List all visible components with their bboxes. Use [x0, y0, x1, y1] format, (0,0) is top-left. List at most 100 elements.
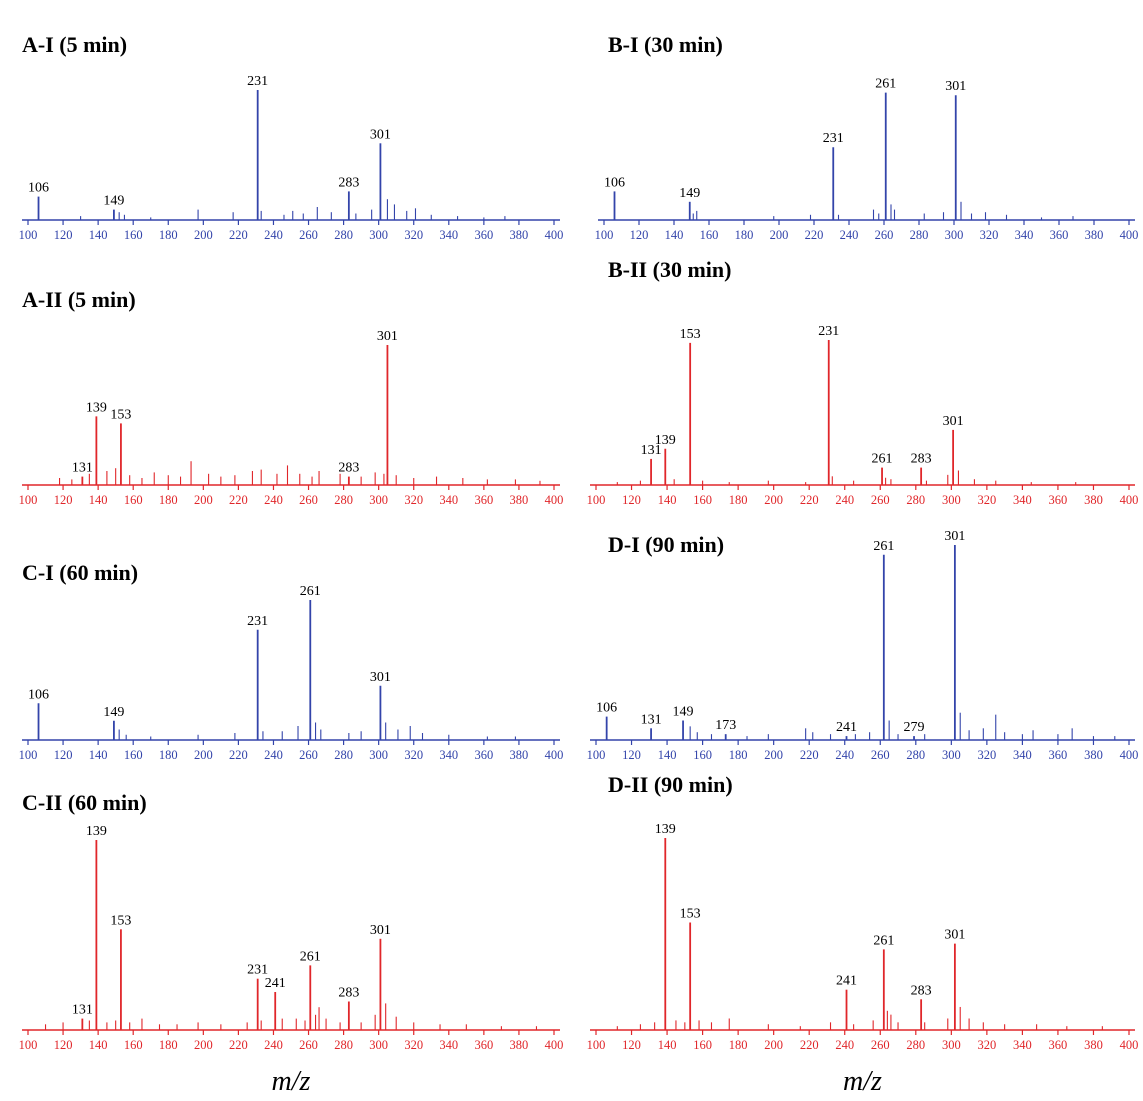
peak-label-231: 231 — [247, 614, 268, 629]
peak-label-241: 241 — [836, 720, 857, 735]
peak-label-301: 301 — [944, 928, 965, 943]
x-tick-label: 320 — [404, 493, 423, 507]
x-tick-label: 100 — [587, 493, 606, 507]
x-tick-label: 320 — [977, 1038, 996, 1052]
x-tick-label: 160 — [693, 493, 712, 507]
x-tick-label: 140 — [89, 228, 108, 242]
x-tick-label: 200 — [764, 748, 783, 762]
peak-label-131: 131 — [72, 1003, 93, 1018]
peak-label-139: 139 — [655, 433, 676, 448]
peak-label-153: 153 — [110, 407, 131, 422]
x-tick-label: 280 — [334, 748, 353, 762]
x-tick-label: 360 — [474, 1038, 493, 1052]
x-tick-label: 340 — [439, 1038, 458, 1052]
peak-label-139: 139 — [86, 400, 107, 415]
x-tick-label: 260 — [871, 1038, 890, 1052]
peak-label-149: 149 — [673, 705, 694, 720]
x-tick-label: 220 — [805, 228, 824, 242]
x-tick-label: 220 — [229, 1038, 248, 1052]
x-tick-label: 340 — [1013, 493, 1032, 507]
x-tick-label: 100 — [595, 228, 614, 242]
x-tick-label: 280 — [906, 493, 925, 507]
peak-label-231: 231 — [823, 131, 844, 146]
panel-title: D-I (90 min) — [608, 532, 724, 557]
x-tick-label: 120 — [630, 228, 649, 242]
x-tick-label: 400 — [545, 748, 564, 762]
peak-label-301: 301 — [370, 923, 391, 938]
x-tick-label: 140 — [658, 493, 677, 507]
peak-label-139: 139 — [655, 822, 676, 837]
x-tick-label: 160 — [693, 748, 712, 762]
x-tick-label: 160 — [124, 748, 143, 762]
x-tick-label: 240 — [835, 748, 854, 762]
x-tick-label: 340 — [439, 748, 458, 762]
x-tick-label: 280 — [334, 1038, 353, 1052]
x-tick-label: 340 — [1015, 228, 1034, 242]
x-tick-label: 180 — [159, 228, 178, 242]
x-tick-label: 160 — [124, 1038, 143, 1052]
peak-label-301: 301 — [944, 529, 965, 544]
peak-label-153: 153 — [680, 906, 701, 921]
x-tick-label: 320 — [404, 748, 423, 762]
peak-label-301: 301 — [370, 127, 391, 142]
peak-label-106: 106 — [28, 687, 49, 702]
x-tick-label: 100 — [19, 228, 38, 242]
x-tick-label: 100 — [587, 748, 606, 762]
x-tick-label: 360 — [474, 493, 493, 507]
x-tick-label: 200 — [194, 748, 213, 762]
x-tick-label: 380 — [1084, 748, 1103, 762]
x-tick-label: 380 — [510, 493, 529, 507]
x-tick-label: 180 — [729, 1038, 748, 1052]
x-tick-label: 240 — [264, 748, 283, 762]
x-tick-label: 220 — [229, 228, 248, 242]
peak-label-106: 106 — [596, 701, 617, 716]
peak-label-153: 153 — [110, 913, 131, 928]
x-tick-label: 400 — [1120, 1038, 1139, 1052]
x-tick-label: 320 — [977, 493, 996, 507]
peak-label-261: 261 — [875, 77, 896, 92]
x-tick-label: 260 — [299, 748, 318, 762]
peak-label-261: 261 — [872, 452, 893, 467]
peak-label-301: 301 — [943, 414, 964, 429]
x-tick-label: 220 — [229, 748, 248, 762]
x-tick-label: 180 — [729, 493, 748, 507]
x-tick-label: 360 — [1049, 748, 1068, 762]
x-tick-label: 360 — [474, 748, 493, 762]
x-tick-label: 100 — [19, 748, 38, 762]
peak-label-241: 241 — [265, 976, 286, 991]
x-tick-label: 300 — [942, 493, 961, 507]
x-tick-label: 380 — [1084, 493, 1103, 507]
x-tick-label: 380 — [510, 1038, 529, 1052]
peak-label-149: 149 — [103, 705, 124, 720]
x-tick-label: 180 — [735, 228, 754, 242]
x-tick-label: 360 — [1049, 493, 1068, 507]
peak-label-283: 283 — [338, 175, 359, 190]
peak-label-149: 149 — [679, 186, 700, 201]
x-tick-label: 120 — [622, 1038, 641, 1052]
x-tick-label: 200 — [764, 1038, 783, 1052]
x-tick-label: 180 — [159, 1038, 178, 1052]
x-axis-title: m/z — [843, 1066, 882, 1097]
peak-label-261: 261 — [300, 584, 321, 599]
x-tick-label: 400 — [1120, 748, 1139, 762]
x-tick-label: 200 — [770, 228, 789, 242]
x-tick-label: 340 — [439, 493, 458, 507]
panel-title: C-II (60 min) — [22, 790, 147, 815]
x-tick-label: 220 — [800, 493, 819, 507]
x-tick-label: 400 — [1120, 493, 1139, 507]
x-tick-label: 220 — [800, 748, 819, 762]
x-tick-label: 120 — [54, 493, 73, 507]
x-tick-label: 380 — [510, 748, 529, 762]
x-tick-label: 320 — [980, 228, 999, 242]
peak-label-153: 153 — [680, 327, 701, 342]
x-tick-label: 140 — [658, 1038, 677, 1052]
x-axis-title: m/z — [272, 1066, 311, 1097]
x-tick-label: 300 — [369, 748, 388, 762]
x-tick-label: 300 — [369, 493, 388, 507]
